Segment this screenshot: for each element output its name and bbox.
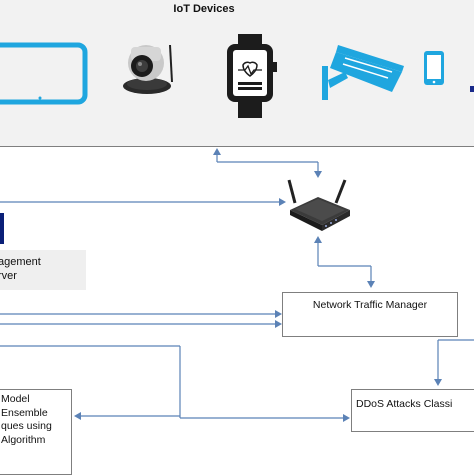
- ddos-classifier-label: DDoS Attacks Classi: [356, 398, 453, 410]
- model-line-4: Algorithm: [1, 433, 46, 446]
- model-line-3: ques using: [1, 420, 52, 432]
- management-server-line1: agement: [0, 256, 41, 268]
- connector-arrowheads: [74, 148, 442, 422]
- network-traffic-manager-label: Network Traffic Manager: [312, 299, 428, 311]
- cctv-camera-icon: [322, 45, 404, 100]
- partial-device-icon: [470, 86, 474, 92]
- management-server-accent: [0, 213, 4, 244]
- smartwatch-icon: [227, 34, 277, 118]
- ddos-classifier-box: DDoS Attacks Classi: [351, 389, 474, 432]
- model-line-2: Ensemble: [1, 406, 48, 419]
- iot-devices-title: IoT Devices: [173, 3, 235, 15]
- management-server-box: agement rver: [0, 250, 86, 290]
- tablet-icon: [0, 42, 88, 105]
- smartphone-icon: [424, 51, 444, 85]
- wireless-router-icon: [287, 179, 350, 231]
- connector-lines: [0, 152, 474, 419]
- management-server-line2: rver: [0, 270, 17, 282]
- network-traffic-manager-box: Network Traffic Manager: [282, 292, 458, 337]
- ip-camera-icon: [123, 44, 173, 94]
- model-line-1: Model: [1, 393, 30, 405]
- ensemble-model-box: Model Ensemble ques using Algorithm: [0, 389, 72, 475]
